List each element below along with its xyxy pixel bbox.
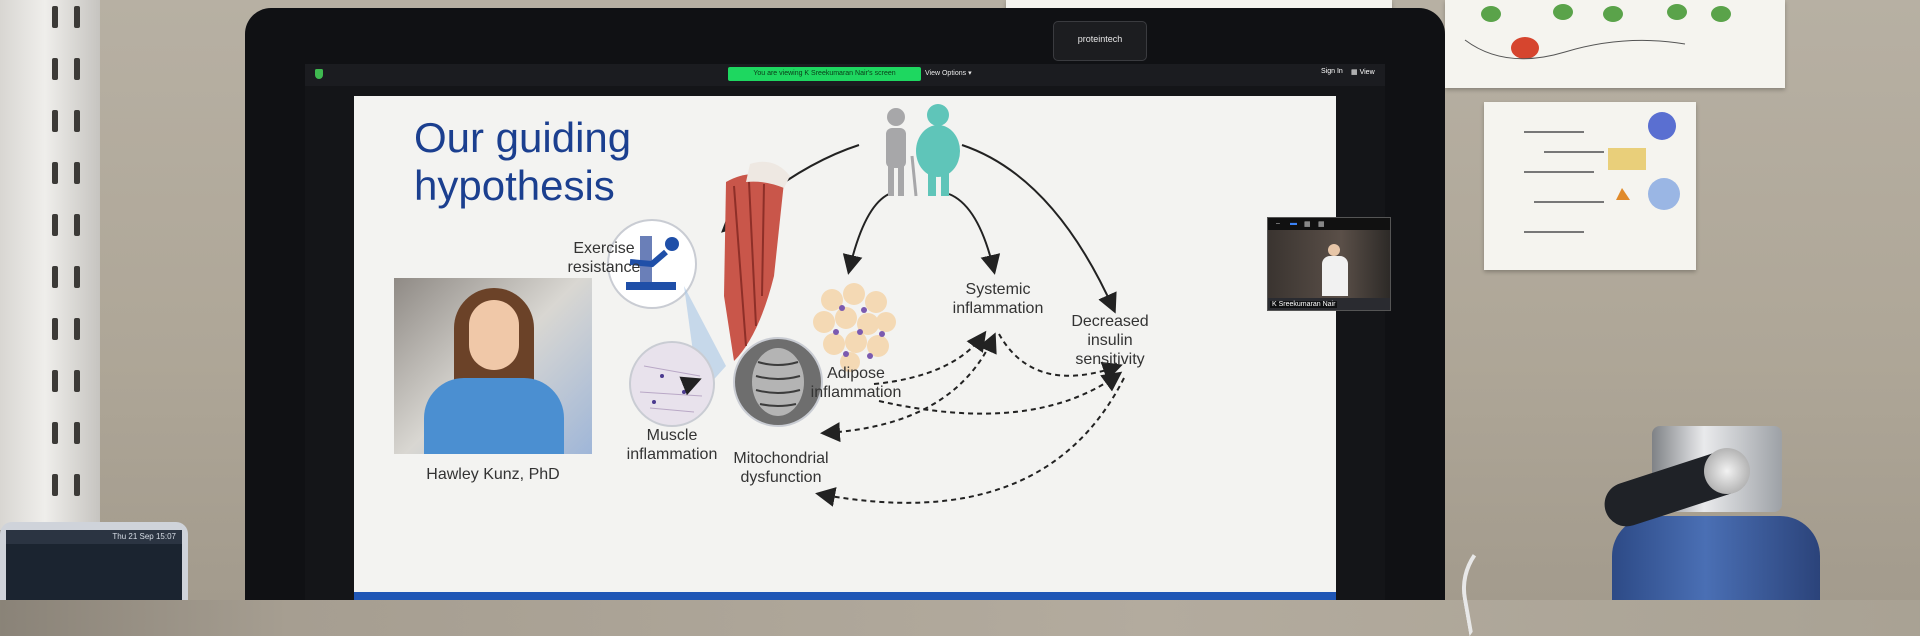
slide-footer-band — [354, 592, 1336, 600]
label-line: resistance — [567, 259, 641, 276]
water-bottle — [1598, 426, 1820, 600]
muscle-illustration — [724, 161, 790, 361]
metabolism-diagram-graphic — [1524, 112, 1680, 233]
label-line: sensitivity — [1075, 351, 1145, 368]
speaker-video — [1268, 230, 1390, 298]
zoom-top-bar: You are viewing K Sreekumaran Nair's scr… — [305, 64, 1385, 86]
label-line: Exercise — [573, 240, 635, 257]
chevron-down-icon: ▾ — [968, 70, 972, 77]
view-button[interactable]: ▦ View — [1351, 68, 1375, 76]
rail-slot — [52, 110, 58, 132]
label-line: inflammation — [952, 300, 1044, 317]
wall-poster-top — [1006, 0, 1392, 10]
speaker-body — [1322, 256, 1348, 296]
dashed-arrow — [815, 377, 1125, 507]
view-options-button[interactable]: View Options ▾ — [925, 67, 972, 81]
rail-slot — [52, 318, 58, 340]
rail-slot — [74, 6, 80, 28]
slide-title-line: Our guiding — [414, 114, 632, 161]
rail-slot — [74, 58, 80, 80]
speaker-view-icon[interactable]: ▬ — [1290, 220, 1297, 227]
bottle-body — [1612, 516, 1820, 600]
slide-title: Our guiding hypothesis — [414, 114, 631, 210]
photo-scrubs — [424, 378, 564, 454]
adipose-tissue-illustration — [813, 283, 896, 372]
label-systemic-inflammation: Systemic inflammation — [938, 280, 1058, 318]
rail-slot — [52, 370, 58, 392]
gallery-view-icon[interactable]: ▦ — [1304, 221, 1311, 228]
rail-slot — [74, 214, 80, 236]
webcam-brand-label: proteintech — [1077, 34, 1123, 44]
label-exercise-resistance: Exercise resistance — [544, 239, 664, 277]
speaker-head — [1328, 244, 1340, 256]
pip-toolbar: – ▬ ▦ ▦ — [1268, 218, 1390, 230]
label-line: dysfunction — [740, 469, 822, 486]
researcher-photo — [394, 278, 592, 454]
shelf-rail — [0, 0, 100, 530]
rail-slot — [52, 214, 58, 236]
dashed-arrow — [998, 333, 1123, 381]
webcam: proteintech — [1053, 21, 1147, 61]
mitochondria-micrograph — [733, 337, 823, 427]
photo-face — [469, 300, 519, 370]
laptop: Thu 21 Sep 15:07 — [0, 522, 188, 600]
rail-slot — [52, 58, 58, 80]
rail-slot — [74, 266, 80, 288]
bottle-knob — [1704, 448, 1750, 494]
grid-view-icon: ▦ — [1351, 69, 1358, 76]
shield-icon[interactable] — [315, 69, 323, 79]
speaker-video-tile[interactable]: – ▬ ▦ ▦ K Sreekumaran Nair — [1267, 217, 1391, 311]
wall-poster-biochem — [1445, 0, 1785, 88]
rail-slot — [52, 474, 58, 496]
callout-wedge — [684, 286, 726, 396]
rail-slot — [74, 318, 80, 340]
photo-caption: Hawley Kunz, PhD — [426, 466, 560, 483]
speaker-name-label: K Sreekumaran Nair — [1270, 301, 1338, 308]
slide-title-line: hypothesis — [414, 162, 615, 209]
label-line: insulin — [1087, 332, 1133, 349]
rail-slot — [52, 6, 58, 28]
presentation-slide: Our guiding hypothesis Hawley Kunz, PhD — [354, 96, 1336, 600]
exercise-testing-icon — [607, 219, 697, 309]
sign-in-button[interactable]: Sign In — [1321, 68, 1343, 75]
view-options-label: View Options — [925, 70, 967, 77]
rail-slot — [74, 422, 80, 444]
label-line: Decreased — [1071, 313, 1149, 330]
muscle-histology-image — [629, 341, 715, 427]
arrow-to-systemic — [948, 193, 1001, 275]
view-button-label: View — [1359, 69, 1375, 76]
minimize-icon[interactable]: – — [1276, 220, 1280, 227]
dashed-arrow — [820, 332, 997, 443]
label-line: Systemic — [965, 281, 1031, 298]
label-decreased-insulin-sensitivity: Decreased insulin sensitivity — [1060, 312, 1160, 369]
rail-slot — [52, 422, 58, 444]
rail-slot — [74, 474, 80, 496]
label-muscle-inflammation: Muscle inflammation — [612, 426, 732, 464]
rail-slot — [74, 370, 80, 392]
grid-view-icon[interactable]: ▦ — [1318, 221, 1325, 228]
rail-slot — [74, 110, 80, 132]
rail-slot — [74, 162, 80, 184]
rail-slot — [52, 266, 58, 288]
label-line: inflammation — [810, 384, 902, 401]
pathway-diagram-graphic — [1464, 4, 1731, 60]
obese-person-icon — [916, 104, 960, 196]
wall-poster-tryptophan — [1484, 102, 1696, 270]
label-line: Mitochondrial — [733, 450, 829, 467]
label-line: Adipose — [827, 365, 885, 382]
arrow-to-insulin — [961, 144, 1117, 314]
arrow-to-adipose — [842, 193, 890, 275]
hypothesis-diagram — [607, 104, 1125, 507]
label-mitochondrial-dysfunction: Mitochondrial dysfunction — [716, 449, 846, 487]
laptop-screen: Thu 21 Sep 15:07 — [6, 530, 182, 600]
older-person-icon — [886, 108, 918, 197]
laptop-clock: Thu 21 Sep 15:07 — [6, 530, 182, 544]
label-adipose-inflammation: Adipose inflammation — [796, 364, 916, 402]
label-line: inflammation — [626, 446, 718, 463]
screen-share-banner: You are viewing K Sreekumaran Nair's scr… — [728, 67, 921, 81]
label-line: Muscle — [646, 427, 698, 444]
rail-slot — [52, 162, 58, 184]
